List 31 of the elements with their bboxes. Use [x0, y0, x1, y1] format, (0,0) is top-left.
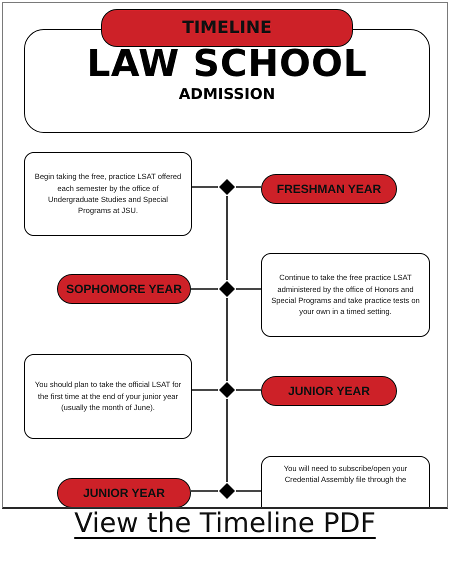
subheading: ADMISSION — [178, 84, 276, 104]
year-label: FRESHMAN YEAR — [276, 182, 382, 196]
connector-line — [226, 399, 228, 482]
diamond-node — [218, 482, 236, 500]
text-card — [24, 354, 192, 439]
connector-line — [192, 389, 218, 391]
connector-line — [236, 288, 261, 290]
connector-line — [191, 288, 218, 290]
connector-line — [226, 298, 228, 381]
connector-line — [236, 389, 261, 391]
year-pill — [57, 478, 191, 507]
year-pill — [261, 174, 397, 204]
year-label: TIMELINE — [182, 18, 272, 38]
year-pill — [261, 376, 397, 406]
year-label: JUNIOR YEAR — [83, 486, 165, 500]
diamond-node — [218, 381, 236, 399]
year-label: JUNIOR YEAR — [288, 384, 370, 398]
connector-line — [226, 196, 228, 280]
title-pill — [101, 9, 353, 47]
connector-line — [191, 490, 218, 492]
connector-line — [236, 490, 261, 492]
heading: LAW SCHOOL — [86, 44, 368, 84]
pdf-link: View the Timeline PDF — [74, 508, 376, 539]
diamond-node — [218, 178, 236, 196]
text-card — [24, 152, 192, 236]
connector-line — [192, 186, 218, 188]
year-pill — [57, 274, 191, 304]
text-card — [261, 253, 430, 337]
connector-line — [236, 186, 261, 188]
year-label: SOPHOMORE YEAR — [66, 282, 182, 296]
diamond-node — [218, 280, 236, 298]
